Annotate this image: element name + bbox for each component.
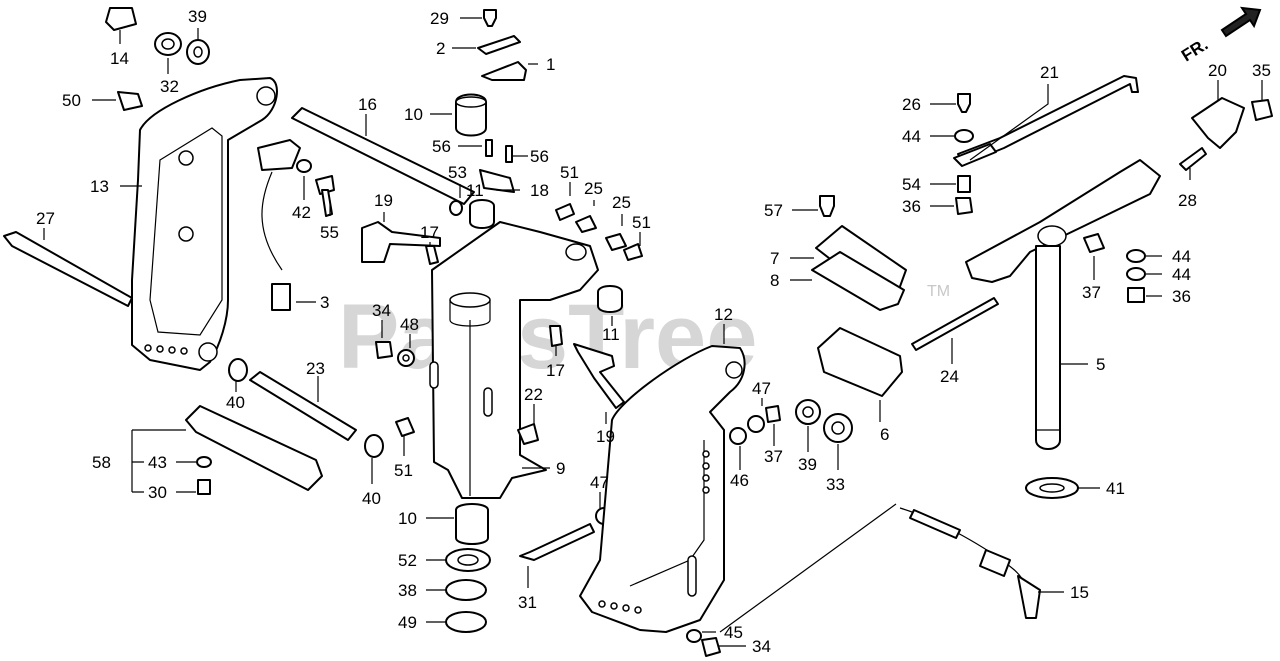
callout-14[interactable]: 14 — [110, 49, 129, 68]
callout-10b[interactable]: 10 — [398, 509, 417, 528]
callout-10[interactable]: 10 — [404, 105, 423, 124]
callout-3[interactable]: 3 — [320, 293, 329, 312]
callout-13[interactable]: 13 — [90, 177, 109, 196]
callout-19[interactable]: 19 — [374, 191, 393, 210]
callout-11[interactable]: 11 — [466, 181, 484, 200]
callout-41[interactable]: 41 — [1106, 479, 1125, 498]
callout-34b[interactable]: 34 — [752, 637, 771, 656]
callout-2[interactable]: 2 — [436, 39, 445, 58]
front-label: FR. — [1178, 35, 1211, 66]
callout-47[interactable]: 47 — [590, 473, 609, 492]
callout-46[interactable]: 46 — [730, 471, 749, 490]
part-drawings — [3, 7, 1273, 657]
callout-40[interactable]: 40 — [226, 393, 245, 412]
callout-37b[interactable]: 37 — [1082, 283, 1101, 302]
callout-15[interactable]: 15 — [1070, 583, 1089, 602]
callout-8[interactable]: 8 — [770, 271, 779, 290]
callout-34[interactable]: 34 — [372, 301, 391, 320]
callout-12[interactable]: 12 — [714, 305, 733, 324]
callout-17[interactable]: 17 — [420, 223, 439, 242]
callout-25b[interactable]: 25 — [612, 193, 631, 212]
callout-42[interactable]: 42 — [292, 203, 311, 222]
callout-32[interactable]: 32 — [160, 77, 179, 96]
callout-31[interactable]: 31 — [518, 593, 537, 612]
callout-37[interactable]: 37 — [764, 447, 783, 466]
callout-43[interactable]: 43 — [148, 453, 167, 472]
callout-36[interactable]: 36 — [902, 197, 921, 216]
callout-29[interactable]: 29 — [430, 9, 449, 28]
callout-55[interactable]: 55 — [320, 223, 339, 242]
callout-39[interactable]: 39 — [188, 7, 207, 26]
callout-44b[interactable]: 44 — [1172, 247, 1191, 266]
callout-48[interactable]: 48 — [400, 315, 419, 334]
callout-24[interactable]: 24 — [940, 367, 959, 386]
callout-45[interactable]: 45 — [724, 623, 743, 642]
callout-21[interactable]: 21 — [1040, 63, 1059, 82]
callout-58[interactable]: 58 — [92, 453, 111, 472]
callout-26[interactable]: 26 — [902, 95, 921, 114]
callout-27[interactable]: 27 — [36, 209, 55, 228]
watermark-tm: TM — [927, 283, 950, 300]
callout-18[interactable]: 18 — [530, 181, 549, 200]
callout-50[interactable]: 50 — [62, 91, 81, 110]
callout-52[interactable]: 52 — [398, 551, 417, 570]
callout-47b[interactable]: 47 — [752, 379, 771, 398]
callout-36b[interactable]: 36 — [1172, 287, 1191, 306]
callout-39b[interactable]: 39 — [798, 455, 817, 474]
callout-51c[interactable]: 51 — [394, 461, 413, 480]
callout-20[interactable]: 20 — [1208, 61, 1227, 80]
callout-56[interactable]: 56 — [432, 137, 451, 156]
callout-49[interactable]: 49 — [398, 613, 417, 632]
callout-7[interactable]: 7 — [770, 249, 779, 268]
callout-16[interactable]: 16 — [358, 95, 377, 114]
callout-19b[interactable]: 19 — [596, 427, 615, 446]
callouts: 14 39 32 50 13 27 29 2 1 16 10 56 56 53 … — [36, 7, 1271, 656]
callout-5[interactable]: 5 — [1096, 355, 1105, 374]
callout-22[interactable]: 22 — [524, 385, 543, 404]
callout-1[interactable]: 1 — [546, 55, 555, 74]
callout-38[interactable]: 38 — [398, 581, 417, 600]
callout-28[interactable]: 28 — [1178, 191, 1197, 210]
callout-40b[interactable]: 40 — [362, 489, 381, 508]
callout-9[interactable]: 9 — [556, 459, 565, 478]
callout-30[interactable]: 30 — [148, 483, 167, 502]
callout-44c[interactable]: 44 — [1172, 265, 1191, 284]
front-arrow-icon: FR. — [1178, 6, 1262, 66]
callout-51[interactable]: 51 — [560, 163, 579, 182]
callout-53[interactable]: 53 — [448, 163, 467, 182]
callout-54[interactable]: 54 — [902, 175, 921, 194]
callout-11b[interactable]: 11 — [602, 325, 620, 344]
callout-25[interactable]: 25 — [584, 179, 603, 198]
callout-57[interactable]: 57 — [764, 201, 783, 220]
callout-51b[interactable]: 51 — [632, 213, 651, 232]
callout-56b[interactable]: 56 — [530, 147, 549, 166]
callout-35[interactable]: 35 — [1252, 61, 1271, 80]
leader-lines — [43, 17, 1263, 647]
callout-33[interactable]: 33 — [826, 475, 845, 494]
callout-17b[interactable]: 17 — [546, 361, 565, 380]
callout-23[interactable]: 23 — [306, 359, 325, 378]
callout-44[interactable]: 44 — [902, 127, 921, 146]
callout-6[interactable]: 6 — [880, 425, 889, 444]
